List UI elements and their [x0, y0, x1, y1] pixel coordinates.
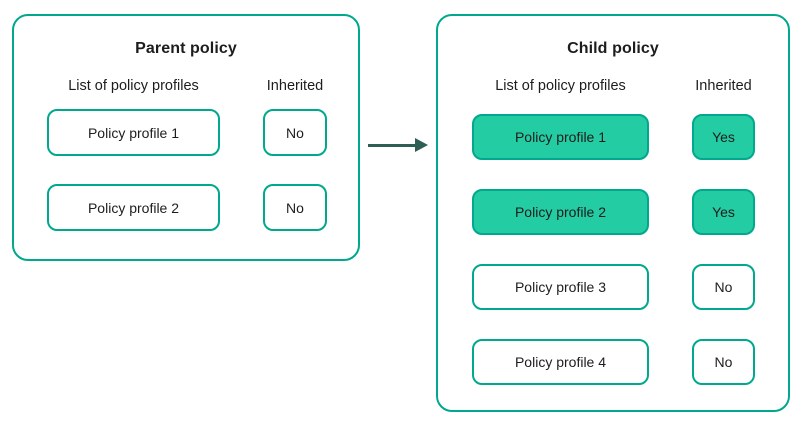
inherited-value-box: No — [263, 109, 327, 156]
inherited-value-box: Yes — [692, 114, 755, 160]
child-column-header-profiles: List of policy profiles — [495, 78, 626, 94]
inherited-value-box: No — [263, 184, 327, 231]
parent-column-header-profiles: List of policy profiles — [68, 78, 199, 94]
child-column-header-inherited: Inherited — [695, 78, 752, 94]
policy-profile-box: Policy profile 3 — [472, 264, 649, 310]
policy-profile-box: Policy profile 1 — [472, 114, 649, 160]
policy-profile-box: Policy profile 2 — [472, 189, 649, 235]
inherited-value-box: No — [692, 339, 755, 385]
policy-profile-box: Policy profile 2 — [47, 184, 220, 231]
parent-policy-title: Parent policy — [135, 40, 237, 57]
policy-profile-box: Policy profile 1 — [47, 109, 220, 156]
parent-column-header-inherited: Inherited — [266, 78, 324, 94]
inherited-value-box: Yes — [692, 189, 755, 235]
child-policy-panel: Child policy List of policy profiles Inh… — [436, 14, 790, 412]
inherited-value-box: No — [692, 264, 755, 310]
inheritance-arrow — [368, 144, 416, 147]
parent-policy-panel: Parent policy List of policy profiles In… — [12, 14, 360, 261]
child-policy-title: Child policy — [567, 40, 659, 57]
policy-profile-box: Policy profile 4 — [472, 339, 649, 385]
inheritance-arrow-head-icon — [415, 138, 428, 152]
